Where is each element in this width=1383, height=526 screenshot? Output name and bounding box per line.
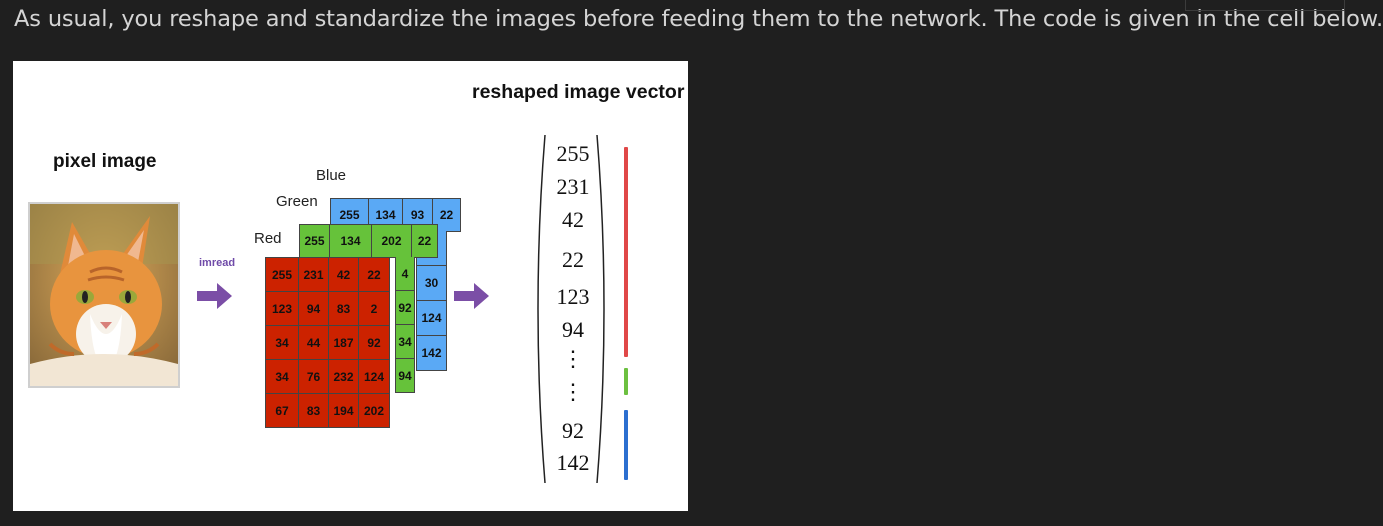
green-pixel-cell: 134 xyxy=(330,225,372,258)
green-pixel-cell: 202 xyxy=(372,225,412,258)
vector-value: 255 xyxy=(556,141,590,166)
red-pixel-cell: 44 xyxy=(299,326,329,360)
vector-parentheses xyxy=(537,134,605,484)
red-pixel-cell: 67 xyxy=(266,394,299,428)
red-pixel-cell: 34 xyxy=(266,326,299,360)
red-pixel-cell: 123 xyxy=(266,292,299,326)
vector-value: 94 xyxy=(562,317,584,342)
red-pixel-cell: 2 xyxy=(359,292,390,326)
vector-value: ⋮ xyxy=(562,379,584,404)
red-pixel-cell: 202 xyxy=(359,394,390,428)
blue-pixel-cell: 142 xyxy=(417,336,447,371)
red-pixel-cell: 94 xyxy=(299,292,329,326)
vector-value: 123 xyxy=(556,284,590,309)
green-pixel-cell: 94 xyxy=(396,359,415,393)
blue-segment-bar xyxy=(624,410,628,480)
red-segment-bar xyxy=(624,147,628,357)
vector-value: 231 xyxy=(556,174,590,199)
red-pixel-cell: 255 xyxy=(266,258,299,292)
red-pixel-cell: 194 xyxy=(329,394,359,428)
red-pixel-cell: 34 xyxy=(266,360,299,394)
vector-value: 22 xyxy=(562,247,584,272)
vector-value: 92 xyxy=(562,418,584,443)
green-pixel-cell: 255 xyxy=(300,225,330,258)
green-segment-bar xyxy=(624,368,628,395)
vector-value: ⋮ xyxy=(562,346,584,371)
red-pixel-cell: 22 xyxy=(359,258,390,292)
green-pixel-cell: 92 xyxy=(396,291,415,325)
blue-pixel-cell: 124 xyxy=(417,301,447,336)
right-arrow-icon xyxy=(197,283,232,309)
red-pixel-cell: 187 xyxy=(329,326,359,360)
vector-value: 142 xyxy=(556,450,590,475)
imread-label: imread xyxy=(199,257,236,269)
cat-photo xyxy=(28,202,180,388)
cat-photo-illustration xyxy=(30,204,178,386)
pixel-image-label: pixel image xyxy=(53,151,157,172)
right-arrow-icon xyxy=(454,283,489,309)
red-pixel-cell: 92 xyxy=(359,326,390,360)
blue-channel-label: Blue xyxy=(316,167,347,184)
red-pixel-cell: 232 xyxy=(329,360,359,394)
green-pixel-cell: 4 xyxy=(396,257,415,291)
red-pixel-cell: 83 xyxy=(299,394,329,428)
red-pixel-cell: 231 xyxy=(299,258,329,292)
green-pixel-cell: 34 xyxy=(396,325,415,359)
reshape-figure: pixel image xyxy=(13,61,688,511)
red-pixel-cell: 76 xyxy=(299,360,329,394)
red-channel-label: Red xyxy=(254,230,282,247)
red-pixel-cell: 83 xyxy=(329,292,359,326)
green-pixel-cell: 22 xyxy=(412,225,438,258)
green-channel-label: Green xyxy=(276,193,318,210)
red-pixel-cell: 42 xyxy=(329,258,359,292)
red-pixel-cell: 124 xyxy=(359,360,390,394)
vector-title: reshaped image vector xyxy=(472,81,685,103)
blue-pixel-cell: 22 xyxy=(433,199,461,232)
vector-value: 42 xyxy=(562,207,584,232)
blue-pixel-cell: 30 xyxy=(417,266,447,301)
cell-toolbar-edge xyxy=(1185,0,1345,11)
instruction-text: As usual, you reshape and standardize th… xyxy=(14,6,1383,32)
